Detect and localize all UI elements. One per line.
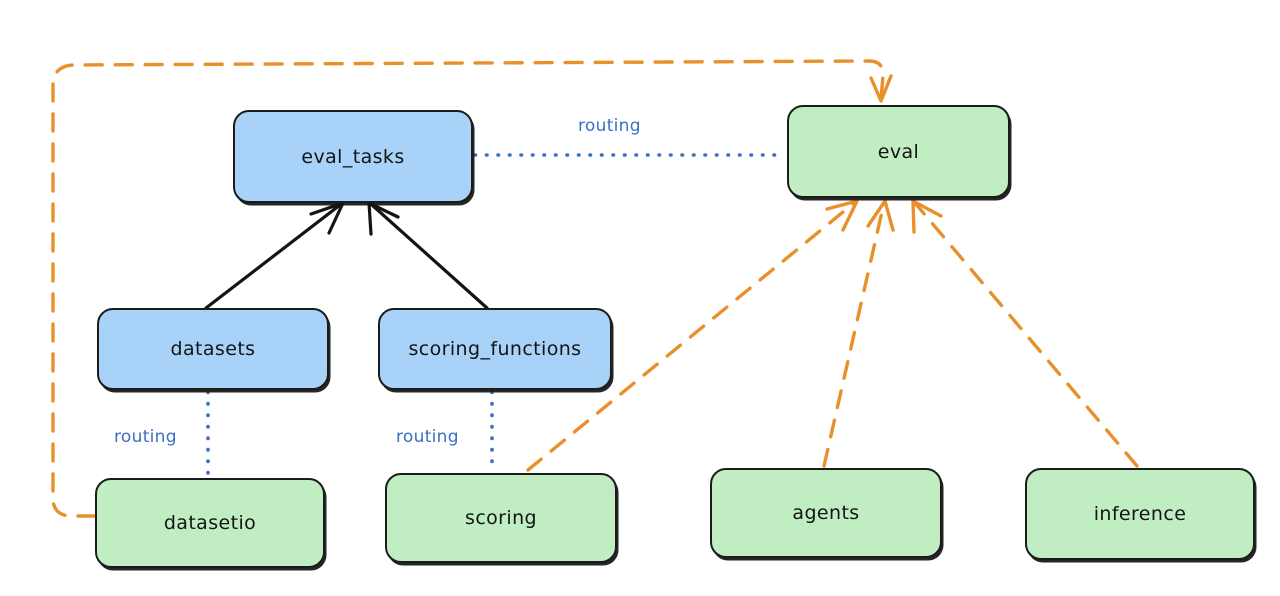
node-eval-tasks-label: eval_tasks (301, 145, 405, 168)
edge-inference-to-eval (913, 201, 1139, 468)
node-datasets-label: datasets (170, 338, 256, 360)
node-inference-label: inference (1093, 503, 1187, 525)
edge-agents-to-eval (822, 201, 886, 468)
node-inference[interactable]: inference (1025, 468, 1255, 560)
node-scoring-functions[interactable]: scoring_functions (378, 308, 612, 390)
arrowhead-inference-to-eval (911, 199, 943, 234)
arrowhead-scoring-to-eval (825, 199, 859, 232)
edge-label-routing-eval-tasks: routing (578, 116, 641, 136)
edge-label-routing-scoring-functions: routing (396, 427, 459, 447)
arrowhead-datasetio-to-eval (869, 74, 893, 103)
edge-scoring_functions-to-eval_tasks (370, 203, 489, 310)
edge-datasets-to-eval_tasks (204, 203, 342, 310)
arrowhead-datasets-to-eval_tasks (309, 201, 345, 235)
node-eval-tasks[interactable]: eval_tasks (233, 110, 473, 203)
node-agents[interactable]: agents (710, 468, 942, 558)
node-eval[interactable]: eval (787, 105, 1010, 198)
node-scoring-functions-label: scoring_functions (408, 338, 582, 360)
edge-label-routing-datasets: routing (114, 427, 177, 447)
node-scoring[interactable]: scoring (385, 473, 617, 563)
node-scoring-label: scoring (465, 507, 537, 529)
arrowhead-agents-to-eval (866, 199, 895, 232)
node-eval-label: eval (877, 140, 920, 163)
node-datasets[interactable]: datasets (97, 308, 329, 390)
node-agents-label: agents (792, 502, 860, 524)
node-datasetio[interactable]: datasetio (95, 478, 325, 568)
arrowhead-scoring_functions-to-eval_tasks (367, 201, 400, 236)
node-datasetio-label: datasetio (163, 512, 257, 534)
